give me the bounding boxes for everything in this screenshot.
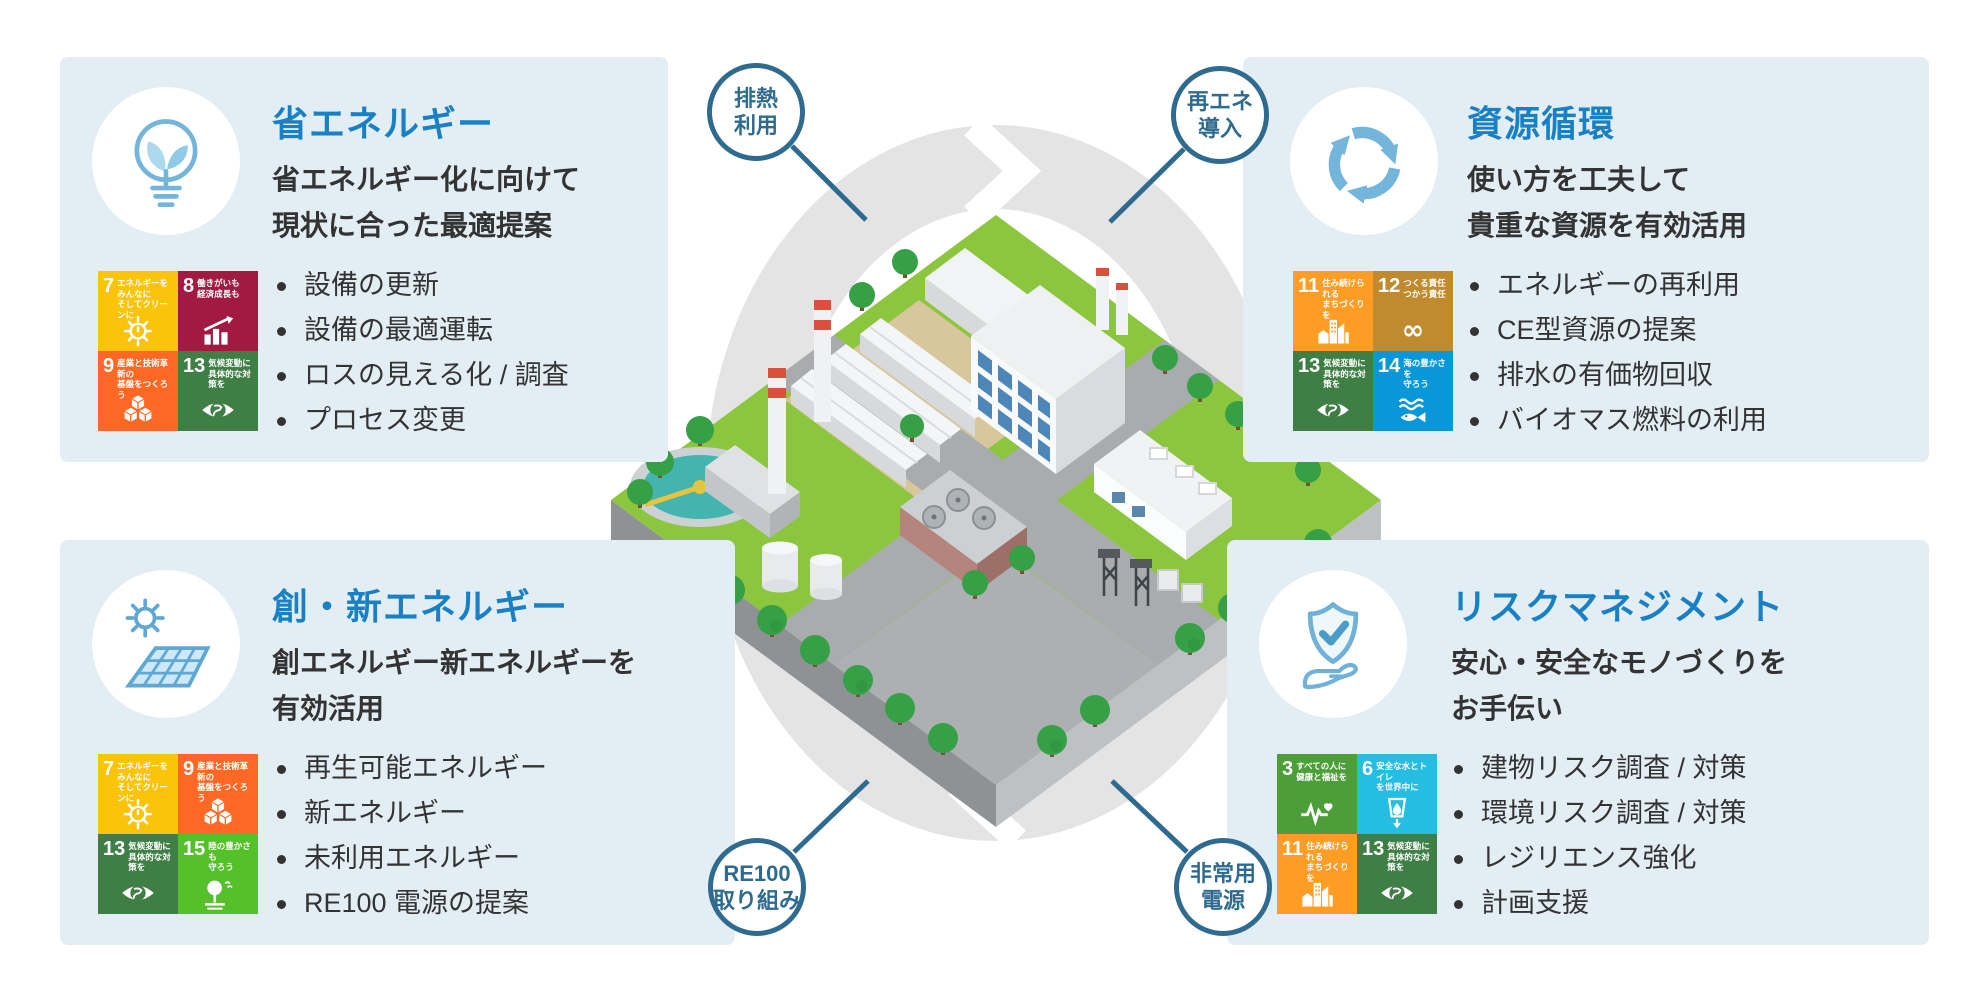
sdg-9-cubes-icon xyxy=(200,795,236,831)
sun-solar-panel-icon xyxy=(124,598,211,688)
bullet-item: バイオマス燃料の利用 xyxy=(1467,398,1767,443)
energy-saving-icon-circle xyxy=(92,87,240,235)
bullet-list: 再生可能エネルギー 新エネルギー 未利用エネルギー RE100 電源の提案 xyxy=(274,746,547,926)
sdg-13-eye-icon xyxy=(200,392,236,428)
bullet-list: 設備の更新 設備の最適運転 ロスの見える化 / 調査 プロセス変更 xyxy=(274,263,569,443)
bullet-item: エネルギーの再利用 xyxy=(1467,263,1767,308)
bullet-item: CE型資源の提案 xyxy=(1467,308,1767,353)
sdg-tile-9: 9 産業と技術革新の基盤をつくろう xyxy=(98,351,178,431)
sdg-tile-13: 13 気候変動に具体的な対策を xyxy=(1293,351,1373,431)
bullet-item: 再生可能エネルギー xyxy=(274,746,547,791)
sdg-11-buildings-icon xyxy=(1315,312,1351,348)
bullet-list: エネルギーの再利用 CE型資源の提案 排水の有価物回収 バイオマス燃料の利用 xyxy=(1467,263,1767,443)
main-factory-building xyxy=(971,268,1128,474)
sdg-tile-12: 12 つくる責任つかう責任 xyxy=(1373,271,1453,351)
callout-renewable-adoption: 再エネ導入 xyxy=(1171,66,1269,164)
quadrant-subtitle: 省エネルギー化に向けて現状に合った最適提案 xyxy=(272,164,581,241)
panel-energy-saving: 省エネルギー 省エネルギー化に向けて現状に合った最適提案 7 エネルギーをみんな… xyxy=(60,57,668,462)
bullet-item: 未利用エネルギー xyxy=(274,836,547,881)
quadrant-subtitle: 安心・安全なモノづくりをお手伝い xyxy=(1451,647,1788,724)
sdg-tile-3: 3 すべての人に健康と福祉を xyxy=(1277,754,1357,834)
new-energy-icon-circle xyxy=(92,570,240,718)
sdg-13-eye-icon xyxy=(120,875,156,911)
quadrant-subtitle: 創エネルギー新エネルギーを有効活用 xyxy=(272,647,637,724)
callout-waste-heat: 排熱利用 xyxy=(707,63,805,161)
cooling-fan-building xyxy=(900,470,1027,592)
bullet-item: ロスの見える化 / 調査 xyxy=(274,353,569,398)
substation xyxy=(1098,549,1203,606)
bullet-list: 建物リスク調査 / 対策 環境リスク調査 / 対策 レジリエンス強化 計画支援 xyxy=(1451,746,1747,926)
bullet-item: 新エネルギー xyxy=(274,791,547,836)
sdg-11-buildings-icon xyxy=(1299,875,1335,911)
right-warehouse-building xyxy=(1094,430,1232,560)
sdg-grid: 11 住み続けられるまちづくりを 12 つくる責任つかう責任 13 気候変動に具… xyxy=(1293,271,1453,431)
resource-circulation-icon-circle xyxy=(1290,87,1438,235)
quadrant-title: 創・新エネルギー xyxy=(272,586,569,627)
bullet-item: RE100 電源の提案 xyxy=(274,881,547,926)
bullet-item: 設備の最適運転 xyxy=(274,308,569,353)
quadrant-title: リスクマネジメント xyxy=(1451,586,1785,627)
sdg-tile-8: 8 働きがいも経済成長も xyxy=(178,271,258,351)
sdg-grid: 7 エネルギーをみんなにそしてクリーンに 8 働きがいも経済成長も 9 産業と技… xyxy=(98,271,258,431)
callout-tails xyxy=(790,144,1189,854)
bullet-item: 排水の有価物回収 xyxy=(1467,353,1767,398)
sdg-tile-15: 15 陸の豊かさも守ろう xyxy=(178,834,258,914)
bullet-item: 計画支援 xyxy=(1451,881,1747,926)
bullet-item: 環境リスク調査 / 対策 xyxy=(1451,791,1747,836)
panel-risk-management: リスクマネジメント 安心・安全なモノづくりをお手伝い 3 すべての人に健康と福祉… xyxy=(1227,540,1929,945)
callout-emergency-power: 非常用電源 xyxy=(1174,838,1272,936)
sdg-7-sun-icon xyxy=(120,795,156,831)
bullet-item: 建物リスク調査 / 対策 xyxy=(1451,746,1747,791)
bulb-leaf-icon xyxy=(134,119,198,208)
recycle-arrows-icon xyxy=(1328,126,1401,204)
sdg-grid: 3 すべての人に健康と福祉を 6 安全な水とトイレを世界中に 11 住み続けられ… xyxy=(1277,754,1437,914)
sdg-14-fish-icon xyxy=(1395,392,1431,428)
quadrant-subtitle: 使い方を工夫して貴重な資源を有効活用 xyxy=(1467,164,1748,241)
sdg-15-tree-icon xyxy=(200,875,236,911)
sdg-tile-7: 7 エネルギーをみんなにそしてクリーンに xyxy=(98,271,178,351)
sdg-8-growth-icon xyxy=(200,312,236,348)
sdg-tile-14: 14 海の豊かさを守ろう xyxy=(1373,351,1453,431)
sdg-tile-11: 11 住み続けられるまちづくりを xyxy=(1293,271,1373,351)
sdg-tile-6: 6 安全な水とトイレを世界中に xyxy=(1357,754,1437,834)
panel-resource-circulation: 資源循環 使い方を工夫して貴重な資源を有効活用 11 住み続けられるまちづくりを… xyxy=(1243,57,1929,462)
sdg-9-cubes-icon xyxy=(120,392,156,428)
storage-tanks xyxy=(762,541,842,600)
shield-hand-icon xyxy=(1302,602,1359,690)
sdg-tile-13: 13 気候変動に具体的な対策を xyxy=(1357,834,1437,914)
boiler-chimneys xyxy=(705,300,831,538)
risk-management-icon-circle xyxy=(1259,570,1407,718)
sdg-7-sun-icon xyxy=(120,312,156,348)
sdg-13-eye-icon xyxy=(1315,392,1351,428)
sdg-tile-11: 11 住み続けられるまちづくりを xyxy=(1277,834,1357,914)
sdg-3-heartbeat-icon xyxy=(1299,795,1335,831)
sdg-tile-13: 13 気候変動に具体的な対策を xyxy=(98,834,178,914)
bullet-item: レジリエンス強化 xyxy=(1451,836,1747,881)
quadrant-title: 資源循環 xyxy=(1467,103,1616,144)
quadrant-title: 省エネルギー xyxy=(272,103,495,144)
sdg-tile-9: 9 産業と技術革新の基盤をつくろう xyxy=(178,754,258,834)
sdg-13-eye-icon xyxy=(1379,875,1415,911)
panel-new-energy: 創・新エネルギー 創エネルギー新エネルギーを有効活用 7 エネルギーをみんなにそ… xyxy=(60,540,735,945)
bullet-item: 設備の更新 xyxy=(274,263,569,308)
sdg-12-infinity-icon xyxy=(1395,312,1431,348)
sdg-grid: 7 エネルギーをみんなにそしてクリーンに 9 産業と技術革新の基盤をつくろう 1… xyxy=(98,754,258,914)
bullet-item: プロセス変更 xyxy=(274,398,569,443)
sdg-6-water-icon xyxy=(1379,795,1415,831)
sdg-tile-13: 13 気候変動に具体的な対策を xyxy=(178,351,258,431)
sdg-tile-7: 7 エネルギーをみんなにそしてクリーンに xyxy=(98,754,178,834)
